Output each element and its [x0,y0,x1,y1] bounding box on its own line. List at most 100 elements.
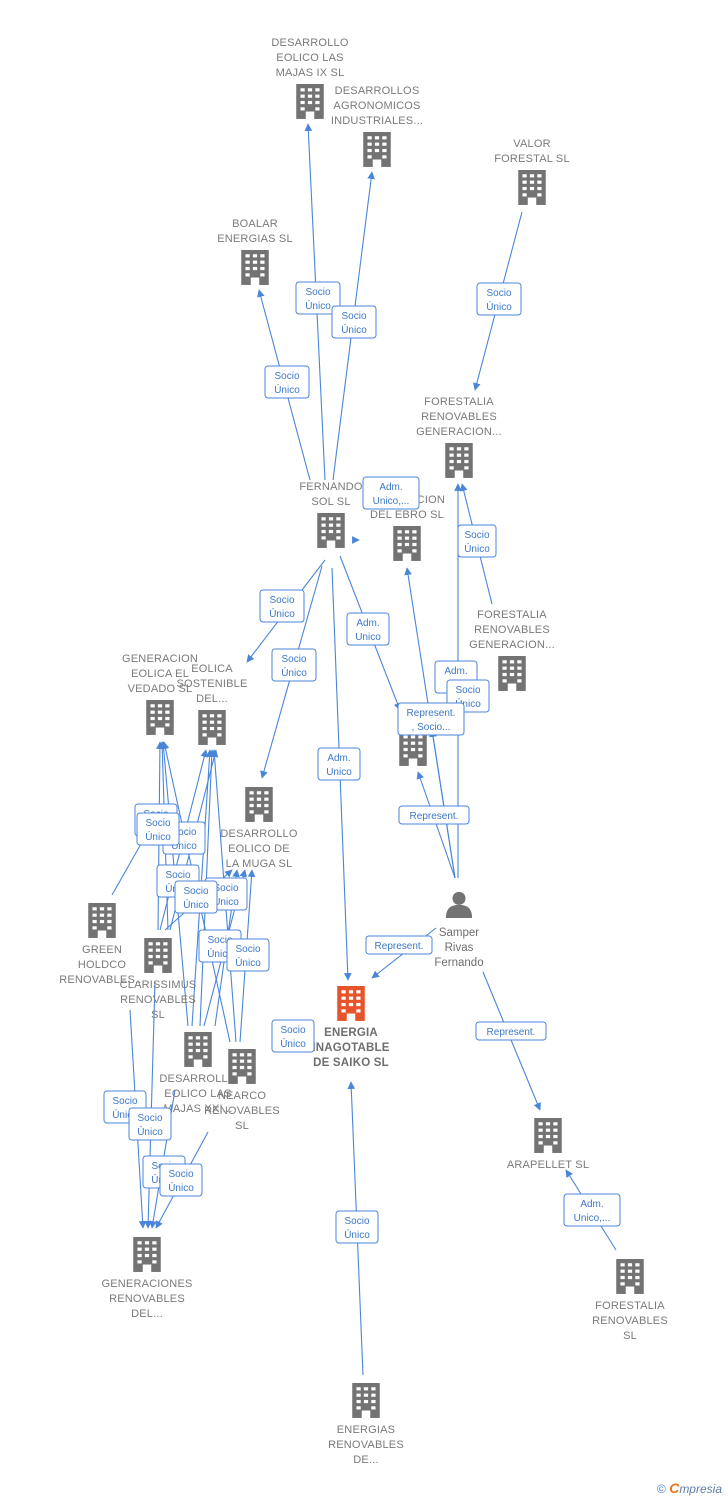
node-green[interactable]: GREENHOLDCORENOVABLES... [59,903,145,986]
node-label: DE... [353,1454,378,1466]
building-icon [144,938,172,974]
relationship-tag[interactable]: Represent. [475,1021,547,1041]
tag-label: Único [183,898,209,911]
node-fernando-sol[interactable]: FERNANDO SOL SL [299,481,363,549]
tag-label: Único [168,1181,194,1194]
tag-label: Socio [112,1096,137,1107]
tag-box [174,880,218,914]
node-label: RENOVABLES [120,994,196,1006]
node-label: SOL SL [311,496,350,508]
node-label: FERNANDO [299,481,363,493]
tag-label: Represent. [375,941,424,952]
tag-box [457,524,497,558]
tag-label: Adm. [327,753,350,764]
node-label: SOSTENIBLE [176,678,247,690]
tag-box [362,476,420,510]
node-agronomicos[interactable]: DESARROLLOSAGRONOMICOSINDUSTRIALES... [331,85,423,168]
tag-label: Socio [305,287,330,298]
relationship-tag[interactable]: Represent., Socio... [397,702,465,736]
relationship-tag[interactable]: Adm.Unico,... [563,1193,621,1227]
tag-box [317,747,361,781]
building-icon [184,1032,212,1068]
relationship-edge [416,771,456,879]
tag-label: Único [305,299,331,312]
node-label: NEARCO [218,1090,267,1102]
node-label: VEDADO SL [128,683,193,695]
tag-label: Socio [137,1113,162,1124]
node-label: FORESTAL SL [494,153,570,165]
node-label: ENERGIAS SL [217,233,293,245]
building-icon [146,700,174,736]
node-label: DESARROLLOS [335,85,420,97]
tag-box [128,1107,172,1141]
node-label: EOLICA EL [131,668,189,680]
tag-label: Único [274,383,300,396]
tag-label: Único [269,607,295,620]
tag-label: Único [235,956,261,969]
node-label: EOLICA [191,663,233,675]
building-icon [352,1383,380,1419]
node-label: CLARISSIMUS [120,979,197,991]
tag-label: Único [486,300,512,313]
tag-label: Socio [269,595,294,606]
tag-box [331,305,377,339]
node-sostenible[interactable]: EOLICASOSTENIBLEDEL... [176,663,247,746]
building-icon [498,656,526,692]
relationship-tag[interactable]: Represent. [365,935,433,955]
tag-label: Adm. [379,482,402,493]
node-label: EOLICO LAS [276,52,343,64]
node-label: GENERACION... [416,426,502,438]
node-arapellet[interactable]: ARAPELLET SL [507,1118,589,1171]
node-forestalia-gen2[interactable]: FORESTALIARENOVABLESGENERACION... [469,609,555,692]
relationship-tag[interactable]: Adm.Unico [317,747,361,781]
relationship-tag[interactable]: Adm.Unico [346,612,390,646]
node-label: INAGOTABLE [312,1042,389,1054]
relationship-tag[interactable]: Represent. [398,805,470,825]
building-icon [88,903,116,939]
node-forestalia-gen1[interactable]: FORESTALIARENOVABLESGENERACION... [416,396,502,479]
tag-box [398,805,470,825]
tag-label: Socio [486,288,511,299]
tag-box [563,1193,621,1227]
node-label: EOLICO DE [228,843,290,855]
focus-building-icon [337,986,365,1022]
relationship-tag[interactable]: Adm.Unico,... [362,476,420,510]
node-label: DE SAIKO SL [313,1057,389,1069]
node-label: SL [623,1330,637,1342]
node-generaciones[interactable]: GENERACIONESRENOVABLESDEL... [101,1237,192,1320]
tag-label: Socio [171,827,196,838]
building-icon [616,1259,644,1295]
node-label: Samper [439,927,479,939]
node-label: RENOVABLES [421,411,497,423]
tag-box [271,648,317,682]
building-icon [296,84,324,120]
node-label: AGRONOMICOS [333,100,420,112]
building-icon [393,526,421,562]
node-energias-de[interactable]: ENERGIASRENOVABLESDE... [328,1383,404,1466]
